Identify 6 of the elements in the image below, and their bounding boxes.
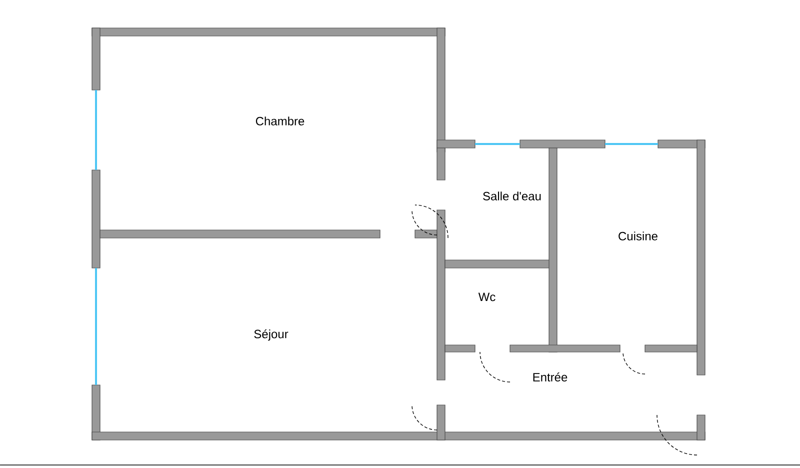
room-label: Wc (478, 292, 496, 302)
room-label: Chambre (256, 116, 304, 126)
room-label: Cuisine (618, 232, 658, 240)
room-label: Séjour (254, 329, 288, 341)
room-label: Entrée (533, 372, 568, 382)
room-label: Salle d'eau (483, 192, 541, 200)
